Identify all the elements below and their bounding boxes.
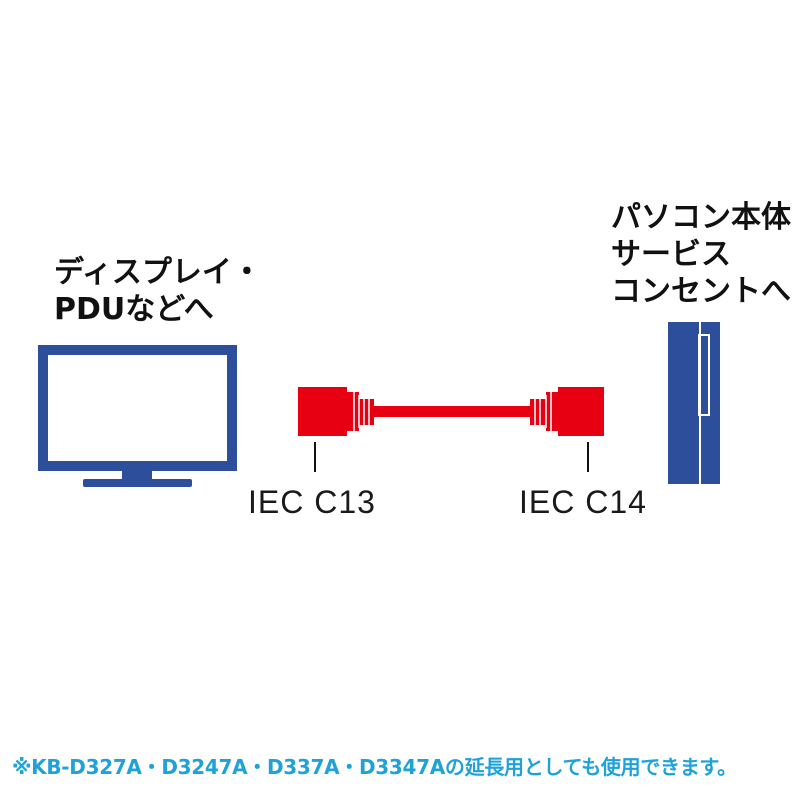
connector-c13-label: IEC C13 [248,484,376,520]
footnote: ※KB-D327A・D3247A・D337A・D3347Aの延長用としても使用で… [12,755,737,779]
pc-label-line-1: パソコン本体 [611,200,791,235]
monitor-icon [38,345,237,487]
pc-label-line-3: コンセントへ [611,274,791,309]
pc-label-line-2: サービス [611,237,731,272]
power-cable-icon [298,387,604,436]
display-destination-label: ディスプレイ・ PDUなどへ [54,254,262,328]
pc-tower-icon [668,322,720,484]
pc-destination-label: パソコン本体 サービス コンセントへ [611,199,791,310]
connector-c14-label: IEC C14 [519,484,647,520]
display-label-line-2: PDUなどへ [54,292,214,327]
display-label-line-1: ディスプレイ・ [54,255,262,290]
